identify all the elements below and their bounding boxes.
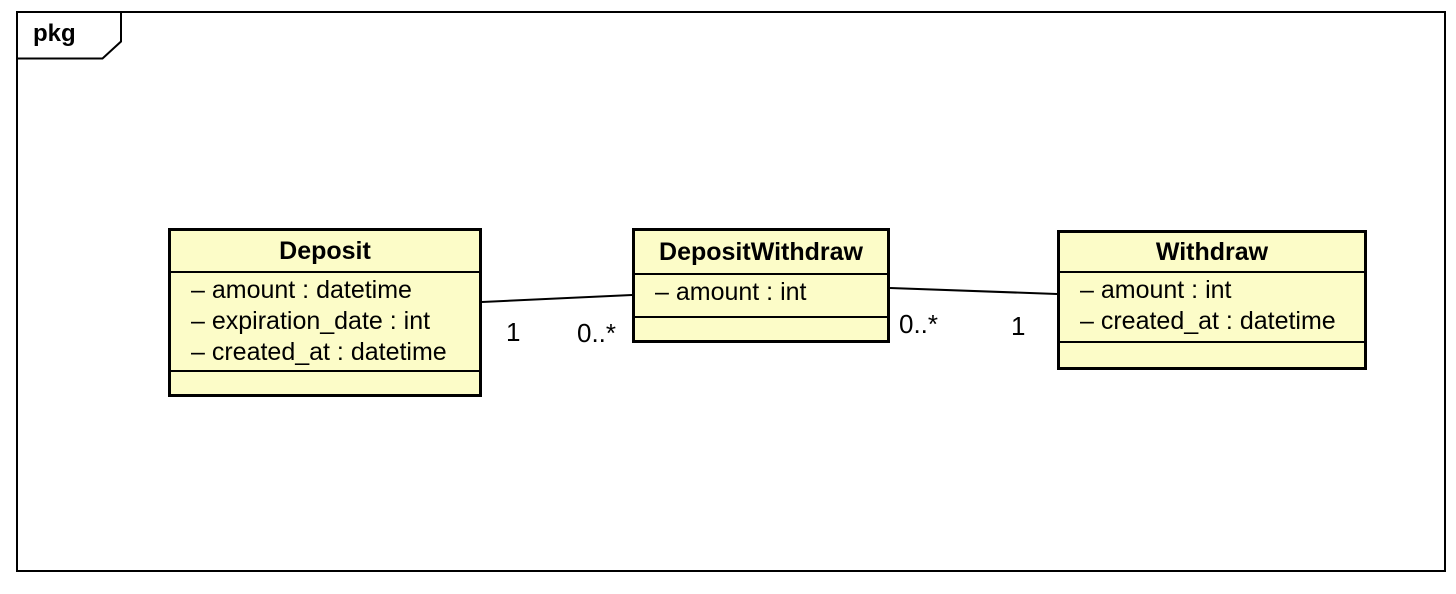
class-deposit: Deposit – amount : datetime – expiration… <box>168 228 482 397</box>
class-withdraw: Withdraw – amount : int – created_at : d… <box>1057 230 1367 370</box>
multiplicity-depositwithdraw-left-side: 0..* <box>577 318 617 348</box>
attribute-row: – created_at : datetime <box>191 338 447 366</box>
class-withdraw-operations-compartment <box>1060 343 1364 367</box>
attribute-row: – created_at : datetime <box>1080 307 1336 335</box>
multiplicity-withdraw-side: 1 <box>1011 311 1026 341</box>
attribute-row: – amount : datetime <box>191 276 412 304</box>
class-depositwithdraw-attributes: – amount : int <box>635 275 887 318</box>
multiplicity-deposit-side: 1 <box>506 317 521 347</box>
class-withdraw-attributes: – amount : int – created_at : datetime <box>1060 273 1364 343</box>
class-deposit-attributes: – amount : datetime – expiration_date : … <box>171 273 479 372</box>
package-tag-label: pkg <box>33 20 76 47</box>
multiplicity-depositwithdraw-right-side: 0..* <box>899 309 939 339</box>
class-deposit-operations-compartment <box>171 372 479 394</box>
attribute-row: – expiration_date : int <box>191 307 431 335</box>
class-withdraw-name: Withdraw <box>1060 233 1364 273</box>
package-frame <box>16 11 1446 572</box>
class-deposit-name: Deposit <box>171 231 479 273</box>
class-depositwithdraw-name: DepositWithdraw <box>635 231 887 275</box>
class-depositwithdraw: DepositWithdraw – amount : int <box>632 228 890 343</box>
attribute-row: – amount : int <box>1080 276 1232 304</box>
class-depositwithdraw-operations-compartment <box>635 318 887 340</box>
attribute-row: – amount : int <box>655 278 807 306</box>
